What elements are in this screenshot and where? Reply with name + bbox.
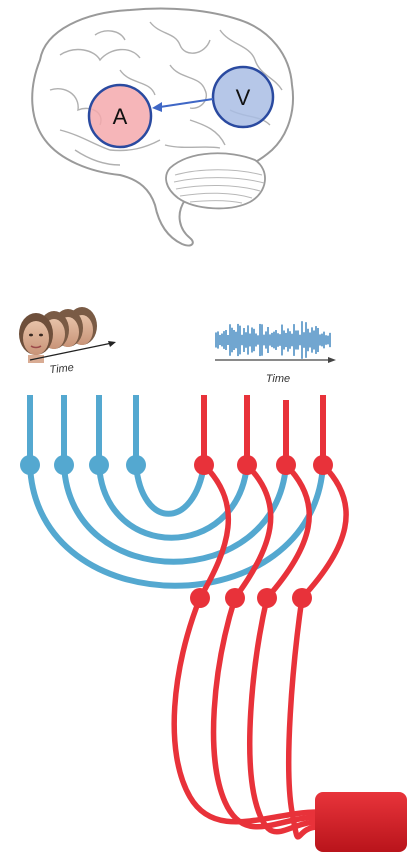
audio-hidden-connection (267, 465, 309, 598)
waveform-bars (216, 321, 330, 359)
audio-node (276, 455, 296, 475)
visual-connection-arc (30, 465, 323, 586)
hidden-node (190, 588, 210, 608)
visual-time-label: Time (49, 362, 74, 376)
output-connection (289, 598, 318, 837)
audio-node (313, 455, 333, 475)
hidden-node (257, 588, 277, 608)
visual-connection-arc (136, 465, 204, 514)
brain-illustration: A V (32, 8, 293, 245)
output-connection (214, 598, 318, 827)
hidden-node (292, 588, 312, 608)
waveform-icon: Time (215, 321, 336, 385)
visual-node (126, 455, 146, 475)
auditory-region-label: A (113, 104, 128, 129)
visual-node (89, 455, 109, 475)
hidden-node (225, 588, 245, 608)
output-connection (250, 598, 318, 832)
output-block-icon (315, 792, 407, 852)
audio-time-label: Time (266, 373, 290, 385)
visual-node (20, 455, 40, 475)
brain-outline (32, 8, 293, 245)
network (20, 395, 346, 837)
audio-node (237, 455, 257, 475)
visual-region-label: V (236, 85, 251, 110)
audio-node (194, 455, 214, 475)
face-sequence-icon: Time (6, 302, 124, 382)
visual-node (54, 455, 74, 475)
